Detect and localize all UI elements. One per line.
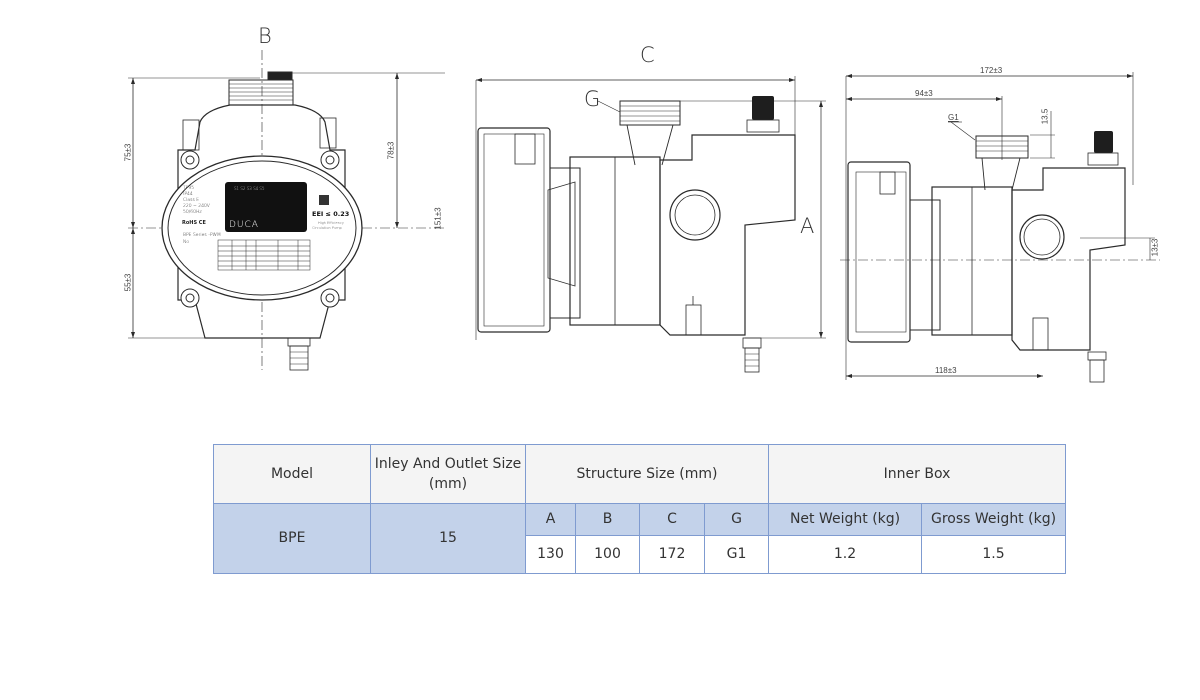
detail-view-drawing [840,72,1160,383]
dim-offset: 13±3 [1150,238,1160,257]
header-inner-box: Inner Box [768,444,1067,504]
tagline-2: Circulation Pump [312,226,342,230]
detail-thread-label: G1 [948,113,959,122]
dim-total-length: 172±3 [980,66,1003,75]
tagline-1: High Efficiency [318,221,344,225]
table-header-row: Model Inley And Outlet Size (mm) Structu… [213,444,1067,504]
cell-inlet-outlet: 15 [370,503,526,574]
table-row: 130 100 172 G1 1.2 1.5 [214,535,1067,574]
header-inlet-outlet: Inley And Outlet Size (mm) [370,444,526,504]
side-view-length-label: C [640,43,655,67]
cell-b: 100 [575,535,640,574]
cell-model: BPE [213,503,371,574]
subheader-c: C [639,503,705,536]
cell-c: 172 [639,535,705,574]
subheader-gross-weight: Gross Weight (kg) [921,503,1067,536]
nameplate-no: No [183,240,190,245]
dim-total-height: 151±3 [433,207,443,230]
side-view-height-label: A [800,214,815,238]
side-view-thread-label: G [584,87,601,111]
cell-a: 130 [525,535,576,574]
display-digits: S1 S2 S3 S4 S5 [234,186,265,191]
cell-g: G1 [703,535,770,574]
cell-net-weight: 1.2 [768,535,923,574]
side-view-drawing [475,76,826,373]
front-view-label: B [258,24,272,48]
spec-table: Model Inley And Outlet Size (mm) Structu… [213,444,1067,574]
dim-to-outlet: 94±3 [915,89,933,98]
table-subheader-row: BPE 15 A B C G Net Weight (kg) Gross Wei… [213,503,1067,574]
nameplate-series: BPE Series -PWM [183,233,221,238]
dim-bottom-height: 55±3 [123,273,133,292]
brand-logo: DUCA [229,220,259,230]
subheader-b: B [575,503,640,536]
front-view-drawing [128,50,445,371]
cell-gross-weight: 1.5 [921,535,1067,574]
subheader-a: A [525,503,576,536]
header-structure-size: Structure Size (mm) [524,444,770,504]
subheader-net-weight: Net Weight (kg) [768,503,923,536]
cert-marks: RoHS CE [182,220,206,226]
eei-rating: EEI ≤ 0.23 [312,210,350,218]
dim-top-height: 75±3 [123,143,133,162]
technical-drawings: B 75±3 55±3 78±3 151±3 TF95 IP44 Class E… [123,24,1160,383]
nameplate-specs: TF95 IP44 Class E 220 ~ 240V 50/60Hz [183,186,210,215]
header-model: Model [213,444,371,504]
dim-right-height: 78±3 [386,141,396,160]
dim-bottom-length: 118±3 [935,366,957,375]
subheader-g: G [703,503,770,536]
dim-thread-height: 13.5 [1040,108,1050,125]
